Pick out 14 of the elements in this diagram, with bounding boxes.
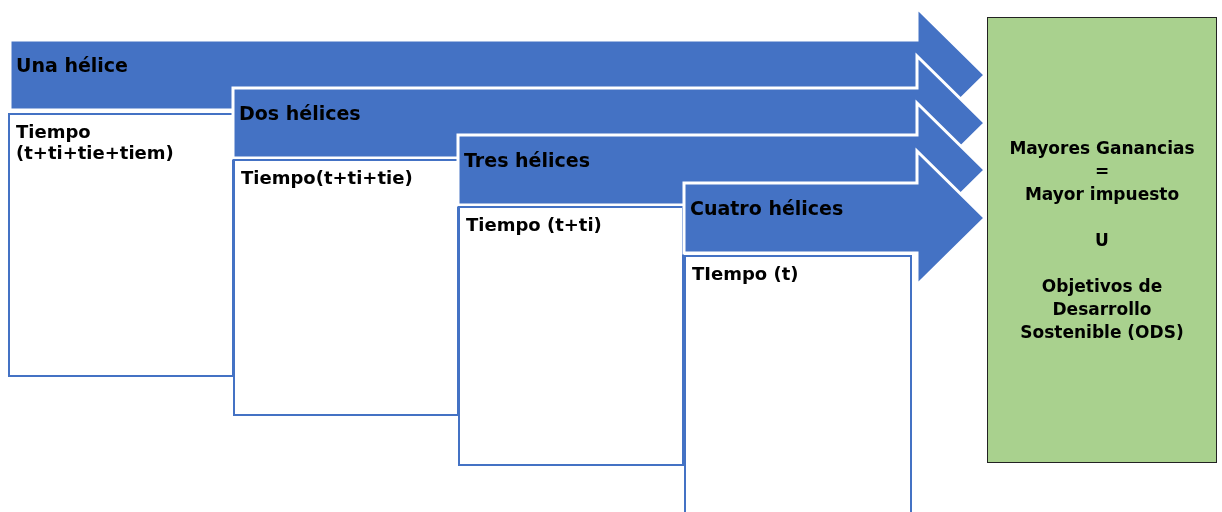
result-text: U xyxy=(1095,228,1109,252)
result-text: Mayor impuesto xyxy=(1024,182,1180,206)
arrow-label: Cuatro hélices xyxy=(690,197,844,219)
text-box: Tiempo (t+ti+tie+tiem) xyxy=(8,113,234,377)
result-text: Objetivos de Desarrollo Sostenible (ODS) xyxy=(1019,274,1185,344)
result-text: Mayores Ganancias xyxy=(1009,136,1195,160)
result-text: = xyxy=(1094,159,1110,183)
text-box: Tiempo (t+ti) xyxy=(458,206,684,466)
text-box: Tiempo(t+ti+tie) xyxy=(233,159,459,416)
arrow-label: Dos hélices xyxy=(239,102,361,124)
result-box xyxy=(987,17,1217,463)
text-box: TIempo (t) xyxy=(684,255,912,512)
arrow-label: Una hélice xyxy=(16,54,128,76)
arrow-label: Tres hélices xyxy=(464,149,590,171)
